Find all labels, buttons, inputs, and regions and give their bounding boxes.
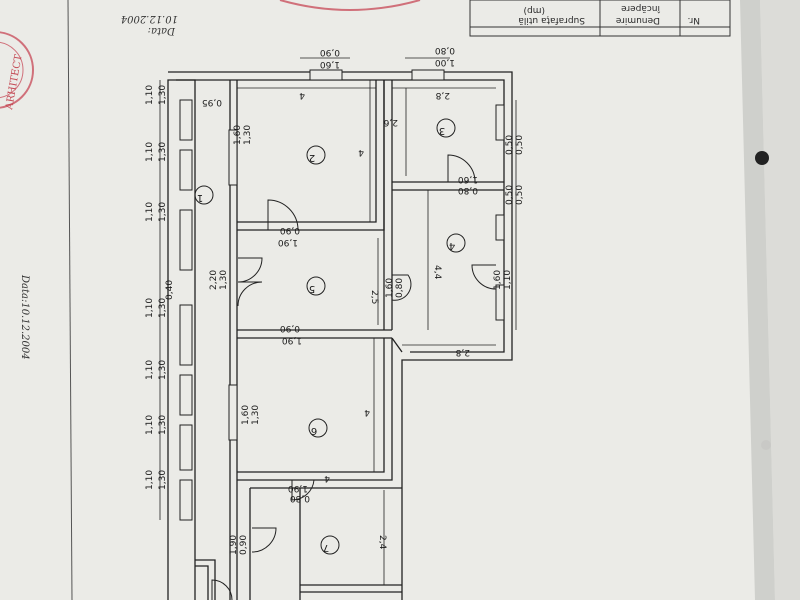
dimension-labels: 0,90 1,60 0,80 1,00 4 2,8 0,95 1,30 1,10…: [145, 45, 525, 555]
dim: 1,10: [145, 298, 155, 318]
dim: 1,10: [145, 85, 155, 105]
dim: 2,20: [209, 270, 219, 290]
dim: 1,90: [278, 237, 298, 247]
dim: 4,4: [432, 265, 442, 280]
dim: 4: [358, 147, 364, 157]
dim: 1,60: [458, 174, 478, 184]
dim: 2,8: [435, 90, 450, 100]
dim: 0,90: [239, 535, 249, 555]
dim: 1,00: [435, 57, 455, 67]
dim: 1,30: [158, 142, 168, 162]
dim: 1,60: [385, 278, 395, 298]
dim: 0,40: [165, 280, 175, 300]
dim: 4: [364, 407, 370, 417]
dim: 1,90: [229, 535, 239, 555]
dim: 2,5: [369, 290, 379, 304]
dim: 0,95: [202, 97, 222, 107]
dim: 0,80: [458, 185, 478, 195]
dim: 1,10: [145, 470, 155, 490]
windows-left: [179, 99, 193, 521]
dim: 0,90: [280, 225, 300, 235]
room-4-number: 4: [449, 240, 455, 251]
doors: [211, 154, 497, 600]
dim: 2,6: [383, 117, 398, 127]
dim: 1,30: [158, 415, 168, 435]
dim: 4: [324, 473, 330, 483]
dim: 1,10: [145, 415, 155, 435]
dim: 0,50: [515, 135, 525, 155]
dim: 0,50: [515, 185, 525, 205]
dim: 1,90: [282, 335, 302, 345]
room-numbers: 1 2 3 4 5 6 7: [197, 125, 455, 553]
dim: 0,80: [395, 278, 405, 298]
dim: 1,30: [158, 470, 168, 490]
dim: 0,50: [505, 185, 515, 205]
dim: 1,10: [145, 142, 155, 162]
dim: 1,30: [243, 125, 253, 145]
margin-note: Data:10.12.2004: [19, 274, 30, 360]
date-value: 10.12.2004: [121, 13, 178, 24]
dim: 1,90: [288, 483, 308, 493]
dim: 1,30: [219, 270, 229, 290]
dim: 1,60: [233, 125, 243, 145]
dim: 1,10: [503, 270, 513, 290]
col-area-2: (mp): [523, 5, 545, 15]
room-6-number: 6: [311, 425, 317, 436]
dim: 1,60: [320, 59, 340, 69]
punch-hole: [755, 151, 769, 165]
dim: 0,90: [320, 47, 340, 57]
dimension-lines: [159, 57, 517, 585]
dim: 0,80: [290, 493, 310, 503]
room-7-number: 7: [323, 542, 329, 553]
paper-edge-shadow: [740, 0, 775, 600]
dim: 0,80: [435, 45, 455, 55]
col-area-1: Suprafața utilă: [518, 15, 585, 25]
room-2-number: 2: [309, 152, 315, 163]
dim: 1,10: [145, 202, 155, 222]
dim: 1,30: [158, 202, 168, 222]
dim: 4: [299, 90, 305, 100]
dim: 2,8: [455, 347, 470, 357]
paper-sheet: [0, 0, 775, 600]
room-5-number: 5: [309, 283, 315, 294]
windows-inner: [228, 69, 505, 441]
col-name-2: încăpere: [621, 3, 661, 13]
dim: 2,4: [377, 535, 387, 550]
col-nr: Nr.: [688, 15, 700, 25]
dim: 0,50: [505, 135, 515, 155]
date-label: Data:: [148, 25, 176, 36]
dim: 1,30: [158, 298, 168, 318]
room-markers: [194, 118, 466, 555]
dim: 1,30: [158, 85, 168, 105]
room-3-number: 3: [439, 125, 445, 136]
room-1-number: 1: [197, 192, 203, 203]
dim: 1,30: [158, 360, 168, 380]
dim: 0,90: [280, 323, 300, 333]
dim: 1,60: [241, 405, 251, 425]
margin-line: [67, 0, 73, 600]
dim: 1,10: [145, 360, 155, 380]
dim: 1,30: [251, 405, 261, 425]
col-name-1: Denumire: [615, 15, 660, 25]
area-table: Nr. Denumire încăpere Suprafața utilă (m…: [469, 0, 731, 37]
punch-hole-2: [761, 440, 771, 450]
dim: 1,60: [493, 270, 503, 290]
